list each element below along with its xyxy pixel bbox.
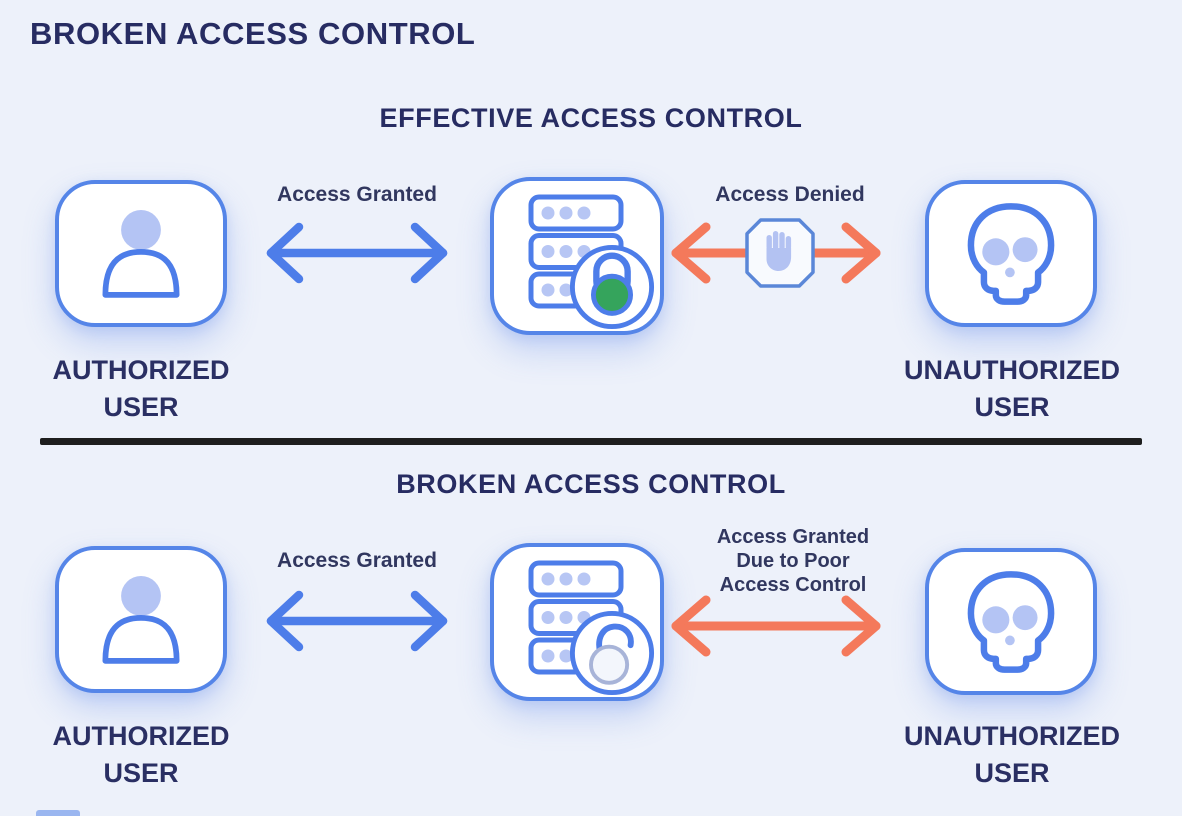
label-line: USER (974, 392, 1050, 422)
user-icon (99, 575, 183, 664)
skull-icon (956, 202, 1066, 306)
label-line: USER (974, 758, 1050, 788)
double-arrow-icon (662, 590, 890, 667)
label-line: UNAUTHORIZED (904, 721, 1120, 751)
unauthorized-user-box (925, 548, 1097, 695)
lock-closed-icon (568, 243, 656, 331)
label-line: AUTHORIZED (52, 721, 230, 751)
server-box (490, 543, 664, 701)
label-line: Access Granted (716, 526, 870, 548)
access-granted-poor-label: Access Granted Due to Poor Access Contro… (668, 525, 918, 597)
label-line: AUTHORIZED (52, 355, 230, 385)
section-heading-effective: EFFECTIVE ACCESS CONTROL (379, 103, 803, 133)
unauthorized-user-label: UNAUTHORIZED USER (872, 718, 1152, 792)
authorized-user-box (55, 546, 227, 693)
unauthorized-user-label: UNAUTHORIZED USER (872, 352, 1152, 426)
label-line: Access Control (719, 574, 867, 596)
section-divider (40, 438, 1142, 445)
user-icon (99, 209, 183, 298)
access-granted-label: Access Granted (277, 549, 437, 572)
page-title: BROKEN ACCESS CONTROL (30, 16, 476, 51)
label-line: UNAUTHORIZED (904, 355, 1120, 385)
authorized-user-label: AUTHORIZED USER (10, 352, 272, 426)
label-line: Due to Poor (736, 550, 850, 572)
double-arrow-icon (257, 586, 457, 661)
server-box (490, 177, 664, 335)
skull-icon (956, 570, 1066, 674)
double-arrow-icon (257, 218, 457, 293)
authorized-user-box (55, 180, 227, 327)
unauthorized-user-box (925, 180, 1097, 327)
access-granted-label: Access Granted (277, 183, 437, 206)
access-denied-label: Access Denied (715, 183, 865, 206)
access-denied-arrow (662, 217, 890, 294)
section-heading-broken: BROKEN ACCESS CONTROL (396, 469, 786, 499)
label-line: USER (103, 758, 179, 788)
lock-open-icon (568, 609, 656, 697)
stop-hand-icon (745, 218, 815, 288)
label-line: USER (103, 392, 179, 422)
cropped-element-artifact (36, 810, 80, 816)
authorized-user-label: AUTHORIZED USER (10, 718, 272, 792)
